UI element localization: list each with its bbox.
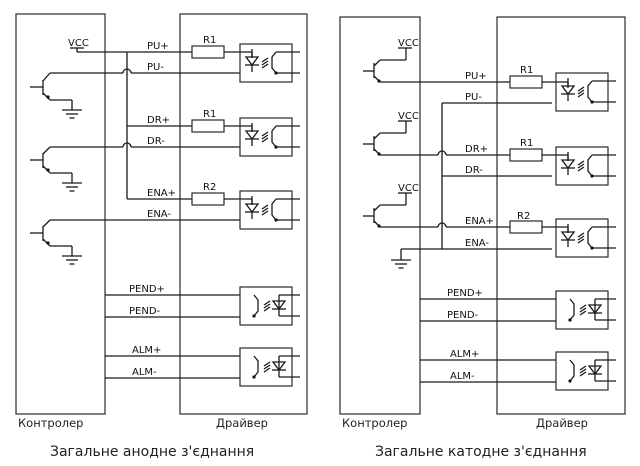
diagram-title: Загальне анодне з'єднання	[50, 444, 254, 460]
resistor-label: R1	[520, 65, 533, 76]
output-optocoupler	[239, 347, 301, 387]
signal-label: DR-	[465, 165, 483, 176]
output-optocoupler	[239, 286, 301, 326]
driver-label: Драйвер	[216, 416, 268, 430]
resistor	[191, 192, 225, 206]
signal-label: ALM+	[450, 349, 479, 360]
output-optocoupler	[555, 351, 617, 391]
resistor-label: R1	[520, 138, 533, 149]
signal-label: PU-	[465, 92, 482, 103]
common-anode-diagram: VCC	[15, 13, 308, 460]
common-cathode-diagram: VCC VCC VCC	[339, 16, 626, 460]
signal-label: PU-	[147, 62, 164, 73]
ground-icon	[61, 175, 83, 192]
controller-box	[15, 13, 106, 415]
resistor-label: R1	[203, 109, 216, 120]
signal-label: PEND-	[129, 306, 161, 317]
driver-box	[179, 13, 308, 415]
signal-label: ALM-	[132, 367, 157, 378]
input-optocoupler	[555, 218, 617, 258]
signal-label: PEND-	[447, 310, 479, 321]
signal-label: PU+	[147, 41, 169, 52]
npn-transistor	[30, 219, 240, 265]
signal-label: ENA+	[147, 188, 176, 199]
resistor	[509, 148, 543, 162]
signal-label: DR+	[147, 115, 170, 126]
resistor	[509, 220, 543, 234]
signal-label: PU+	[465, 71, 487, 82]
controller-label: Контролер	[18, 416, 83, 430]
input-optocoupler	[239, 43, 301, 83]
signal-label: ALM+	[132, 345, 161, 356]
pnp-transistor: VCC	[363, 183, 510, 228]
vcc-label: VCC	[398, 111, 419, 122]
signal-label: ENA-	[465, 238, 489, 249]
resistor-label: R2	[203, 182, 216, 193]
ground-icon	[61, 248, 83, 265]
vcc-label: VCC	[68, 38, 89, 49]
diagram-title: Загальне катодне з'єднання	[375, 444, 587, 460]
signal-label: PEND+	[129, 284, 165, 295]
output-optocoupler	[555, 290, 617, 330]
signal-label: DR-	[147, 136, 165, 147]
ground-icon	[61, 102, 83, 119]
signal-label: ENA-	[147, 209, 171, 220]
controller-label: Контролер	[342, 416, 407, 430]
signal-label: DR+	[465, 144, 488, 155]
pnp-transistor: VCC	[363, 111, 510, 156]
resistor	[191, 119, 225, 133]
driver-label: Драйвер	[536, 416, 588, 430]
input-optocoupler	[239, 117, 301, 157]
resistor	[509, 75, 543, 89]
signal-label: ENA+	[465, 216, 494, 227]
controller-box	[339, 16, 421, 415]
resistor-label: R2	[517, 211, 530, 222]
pnp-transistor: VCC	[363, 38, 510, 83]
input-optocoupler	[239, 190, 301, 230]
signal-label: PEND+	[447, 288, 483, 299]
vcc-label: VCC	[398, 183, 419, 194]
input-optocoupler	[555, 72, 617, 112]
driver-box	[496, 16, 626, 415]
npn-transistor	[30, 68, 240, 119]
resistor	[191, 45, 225, 59]
signal-label: ALM-	[450, 371, 475, 382]
input-optocoupler	[555, 146, 617, 186]
npn-transistor	[30, 142, 240, 192]
vcc-label: VCC	[398, 38, 419, 49]
ground-icon	[390, 252, 412, 269]
resistor-label: R1	[203, 35, 216, 46]
